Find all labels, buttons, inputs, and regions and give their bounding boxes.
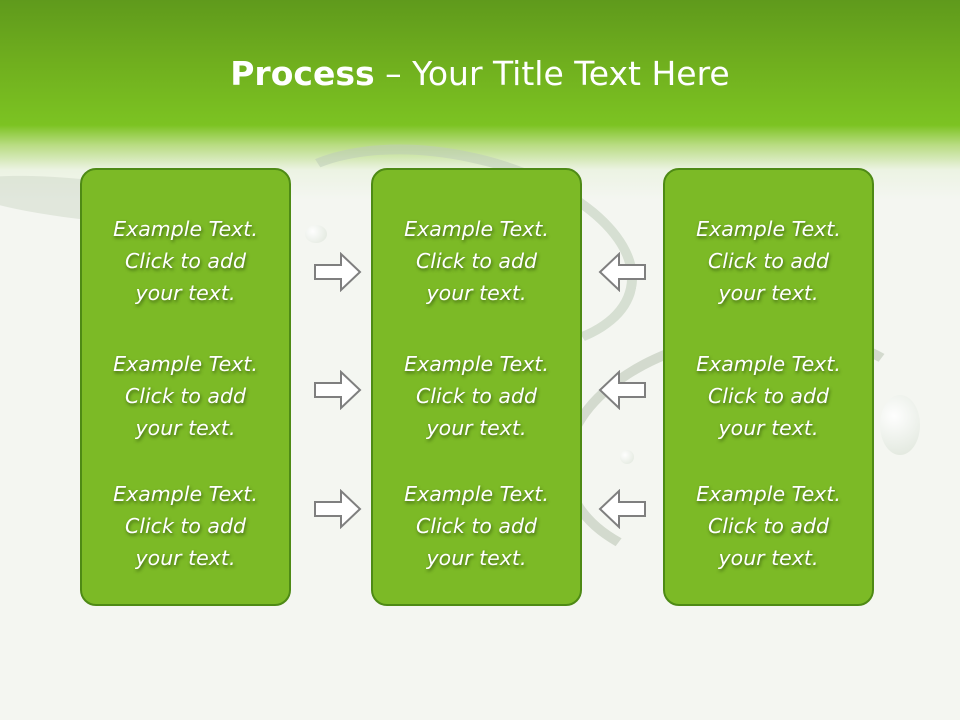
text-line: Example Text.	[404, 217, 549, 241]
text-line: your text.	[426, 546, 527, 570]
slide-title[interactable]: Process – Your Title Text Here	[0, 52, 960, 96]
right-arrow-icon[interactable]	[313, 252, 363, 292]
text-line: your text.	[135, 416, 236, 440]
panel-center[interactable]: Example Text. Click to add your text. Ex…	[371, 168, 582, 606]
text-line: Click to add	[415, 249, 538, 273]
left-arrow-icon[interactable]	[597, 370, 647, 410]
water-drop-decoration	[305, 225, 327, 243]
text-line: Example Text.	[113, 352, 258, 376]
text-line: Example Text.	[113, 217, 258, 241]
text-line: Click to add	[124, 249, 247, 273]
text-line: Example Text.	[696, 482, 841, 506]
text-block[interactable]: Example Text. Click to add your text.	[373, 348, 580, 444]
text-line: Example Text.	[113, 482, 258, 506]
text-line: Click to add	[124, 514, 247, 538]
text-block[interactable]: Example Text. Click to add your text.	[82, 348, 289, 444]
text-block[interactable]: Example Text. Click to add your text.	[665, 348, 872, 444]
text-line: Example Text.	[696, 217, 841, 241]
text-line: Example Text.	[404, 352, 549, 376]
text-line: Example Text.	[696, 352, 841, 376]
header-band	[0, 0, 960, 200]
title-rest: – Your Title Text Here	[374, 54, 730, 93]
text-line: Click to add	[415, 384, 538, 408]
text-block[interactable]: Example Text. Click to add your text.	[665, 478, 872, 574]
text-line: Click to add	[124, 384, 247, 408]
text-block[interactable]: Example Text. Click to add your text.	[82, 213, 289, 309]
text-line: Click to add	[707, 384, 830, 408]
text-line: Click to add	[415, 514, 538, 538]
water-drop-decoration	[620, 450, 634, 464]
text-line: your text.	[135, 546, 236, 570]
text-line: your text.	[135, 281, 236, 305]
left-arrow-icon[interactable]	[597, 489, 647, 529]
text-line: your text.	[426, 416, 527, 440]
text-block[interactable]: Example Text. Click to add your text.	[373, 213, 580, 309]
text-block[interactable]: Example Text. Click to add your text.	[82, 478, 289, 574]
right-arrow-icon[interactable]	[313, 370, 363, 410]
text-line: your text.	[718, 416, 819, 440]
text-line: Click to add	[707, 249, 830, 273]
title-bold: Process	[230, 54, 375, 93]
water-drop-decoration	[880, 395, 920, 455]
text-line: Click to add	[707, 514, 830, 538]
text-block[interactable]: Example Text. Click to add your text.	[373, 478, 580, 574]
right-arrow-icon[interactable]	[313, 489, 363, 529]
text-block[interactable]: Example Text. Click to add your text.	[665, 213, 872, 309]
text-line: your text.	[718, 546, 819, 570]
left-arrow-icon[interactable]	[597, 252, 647, 292]
panel-right[interactable]: Example Text. Click to add your text. Ex…	[663, 168, 874, 606]
text-line: your text.	[718, 281, 819, 305]
text-line: Example Text.	[404, 482, 549, 506]
panel-left[interactable]: Example Text. Click to add your text. Ex…	[80, 168, 291, 606]
text-line: your text.	[426, 281, 527, 305]
